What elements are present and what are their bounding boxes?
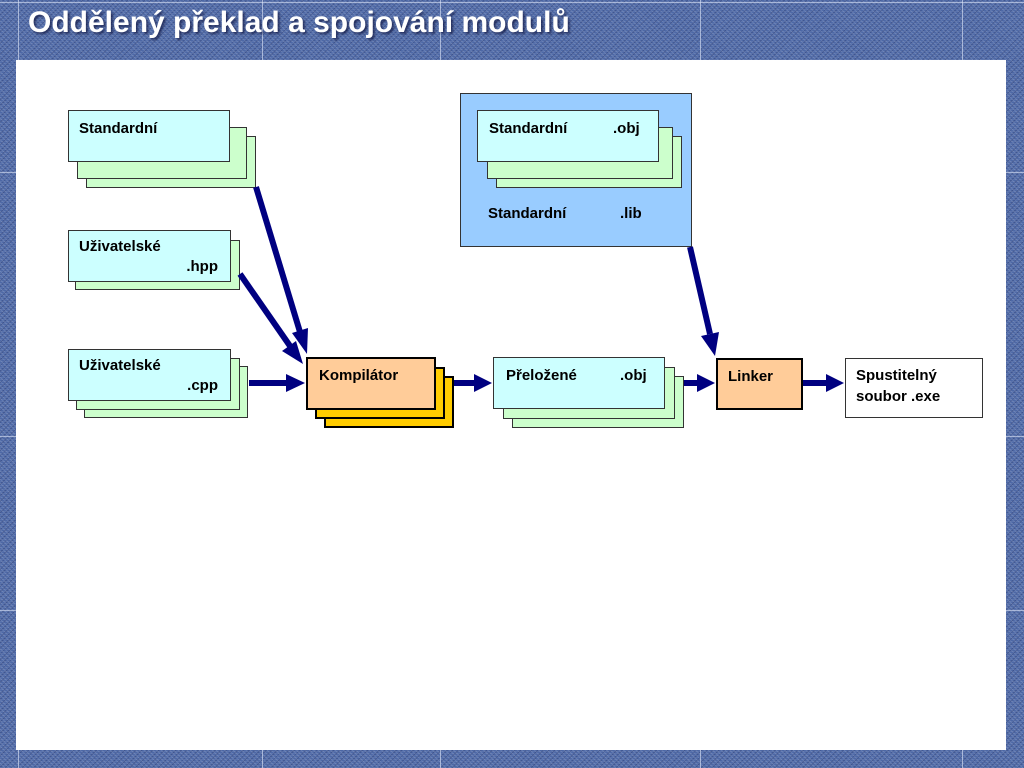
standard-libs-name: Standardní — [488, 205, 567, 222]
arrow-objects-to-linker — [684, 374, 715, 392]
standard-objects-ext: .obj — [613, 120, 640, 137]
user-headers-line2: .hpp — [186, 258, 218, 275]
executable-line1: Spustitelný — [856, 367, 937, 384]
compiled-objects-box: Přeložené .obj — [493, 357, 665, 409]
linker-box: Linker — [716, 358, 803, 410]
standard-headers-label: Standardní — [79, 120, 158, 137]
arrow-hpp-to-compiler — [237, 272, 303, 364]
user-sources-line1: Uživatelské — [79, 357, 161, 374]
user-headers-box: Uživatelské .hpp — [68, 230, 231, 282]
grid-line — [0, 2, 1024, 3]
compiler-label: Kompilátor — [319, 367, 399, 384]
standard-objects-name: Standardní — [489, 120, 568, 137]
arrow-cpp-to-compiler — [249, 374, 305, 392]
standard-objects-box: Standardní .obj — [477, 110, 659, 162]
linker-label: Linker — [728, 368, 774, 385]
executable-line2: soubor .exe — [856, 388, 941, 405]
compiled-objects-name: Přeložené — [506, 367, 577, 384]
user-sources-line2: .cpp — [187, 377, 218, 394]
executable-box: Spustitelný soubor .exe — [845, 358, 983, 418]
user-headers-line1: Uživatelské — [79, 238, 161, 255]
arrow-compiler-to-objects — [454, 374, 492, 392]
arrow-library-to-linker — [687, 246, 719, 356]
user-sources-box: Uživatelské .cpp — [68, 349, 231, 401]
standard-libs-ext: .lib — [620, 205, 642, 222]
compiled-objects-ext: .obj — [620, 367, 647, 384]
arrow-standard-to-compiler — [253, 186, 308, 354]
arrow-linker-to-executable — [803, 374, 844, 392]
compiler-box: Kompilátor — [306, 357, 436, 410]
slide-title: Oddělený překlad a spojování modulů — [28, 6, 570, 39]
standard-headers-box: Standardní — [68, 110, 230, 162]
